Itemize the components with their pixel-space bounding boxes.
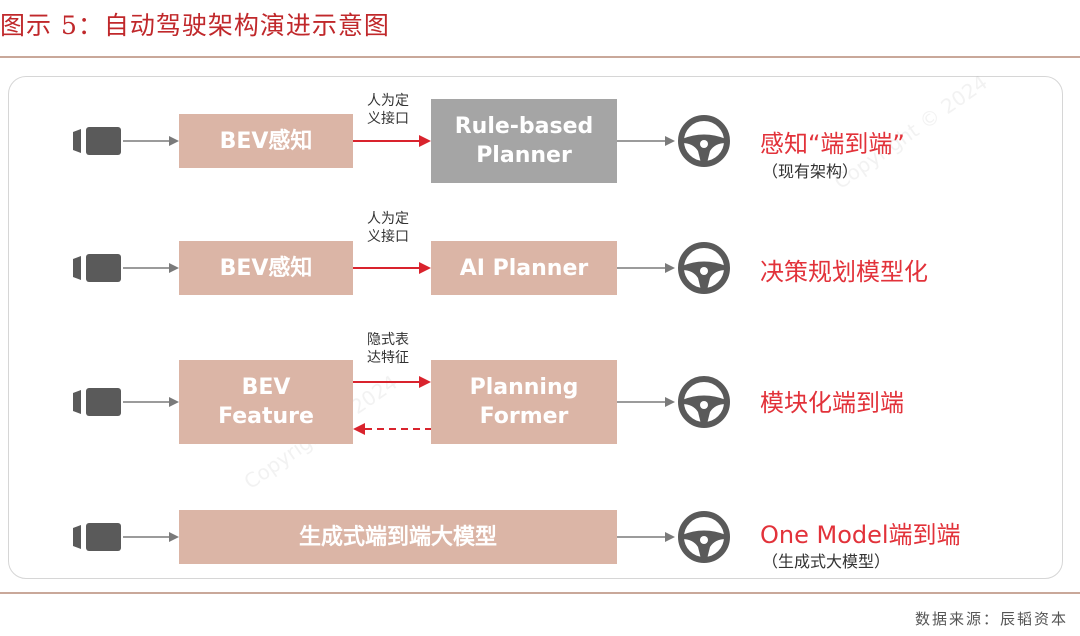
input-arrow bbox=[123, 532, 179, 542]
source-note: 数据来源：辰韬资本 bbox=[914, 610, 1068, 628]
output-arrow bbox=[617, 136, 675, 146]
interface-arrow bbox=[353, 262, 431, 274]
footer-divider bbox=[0, 592, 1080, 594]
feedback-arrow bbox=[353, 423, 431, 435]
bev-perception-box: BEV感知 bbox=[179, 114, 353, 168]
steering-wheel-icon bbox=[678, 115, 730, 167]
row-label: 模块化端到端 bbox=[760, 389, 904, 417]
bev-perception-box: BEV感知 bbox=[179, 241, 353, 295]
input-arrow bbox=[123, 263, 179, 273]
row-sublabel: （生成式大模型） bbox=[762, 552, 891, 571]
output-arrow bbox=[617, 397, 675, 407]
ai-planner-box: AI Planner bbox=[431, 241, 617, 295]
feature-forward-arrow bbox=[353, 376, 431, 388]
rule-based-planner-box: Rule-based Planner bbox=[431, 99, 617, 183]
steering-wheel-icon bbox=[678, 511, 730, 563]
camera-icon bbox=[73, 127, 121, 155]
planning-former-box: Planning Former bbox=[431, 360, 617, 444]
steering-wheel-icon bbox=[678, 242, 730, 294]
interface-arrow bbox=[353, 135, 431, 147]
bev-feature-box: BEV Feature bbox=[179, 360, 353, 444]
interface-note: 人为定 义接口 bbox=[367, 211, 409, 245]
row-label: 感知“端到端” bbox=[760, 130, 905, 158]
steering-wheel-icon bbox=[678, 376, 730, 428]
camera-icon bbox=[73, 254, 121, 282]
input-arrow bbox=[123, 136, 179, 146]
page-title: 图示 5：自动驾驶架构演进示意图 bbox=[0, 11, 390, 40]
diagram-panel bbox=[8, 76, 1063, 579]
interface-note: 隐式表 达特征 bbox=[367, 332, 409, 366]
output-arrow bbox=[617, 263, 675, 273]
row-sublabel: （现有架构） bbox=[762, 162, 859, 181]
row-label: One Model端到端 bbox=[760, 521, 961, 549]
input-arrow bbox=[123, 397, 179, 407]
interface-note: 人为定 义接口 bbox=[367, 93, 409, 127]
camera-icon bbox=[73, 523, 121, 551]
header-divider bbox=[0, 56, 1080, 58]
generative-model-box: 生成式端到端大模型 bbox=[179, 510, 617, 564]
row-label: 决策规划模型化 bbox=[760, 258, 928, 286]
camera-icon bbox=[73, 388, 121, 416]
output-arrow bbox=[617, 532, 675, 542]
